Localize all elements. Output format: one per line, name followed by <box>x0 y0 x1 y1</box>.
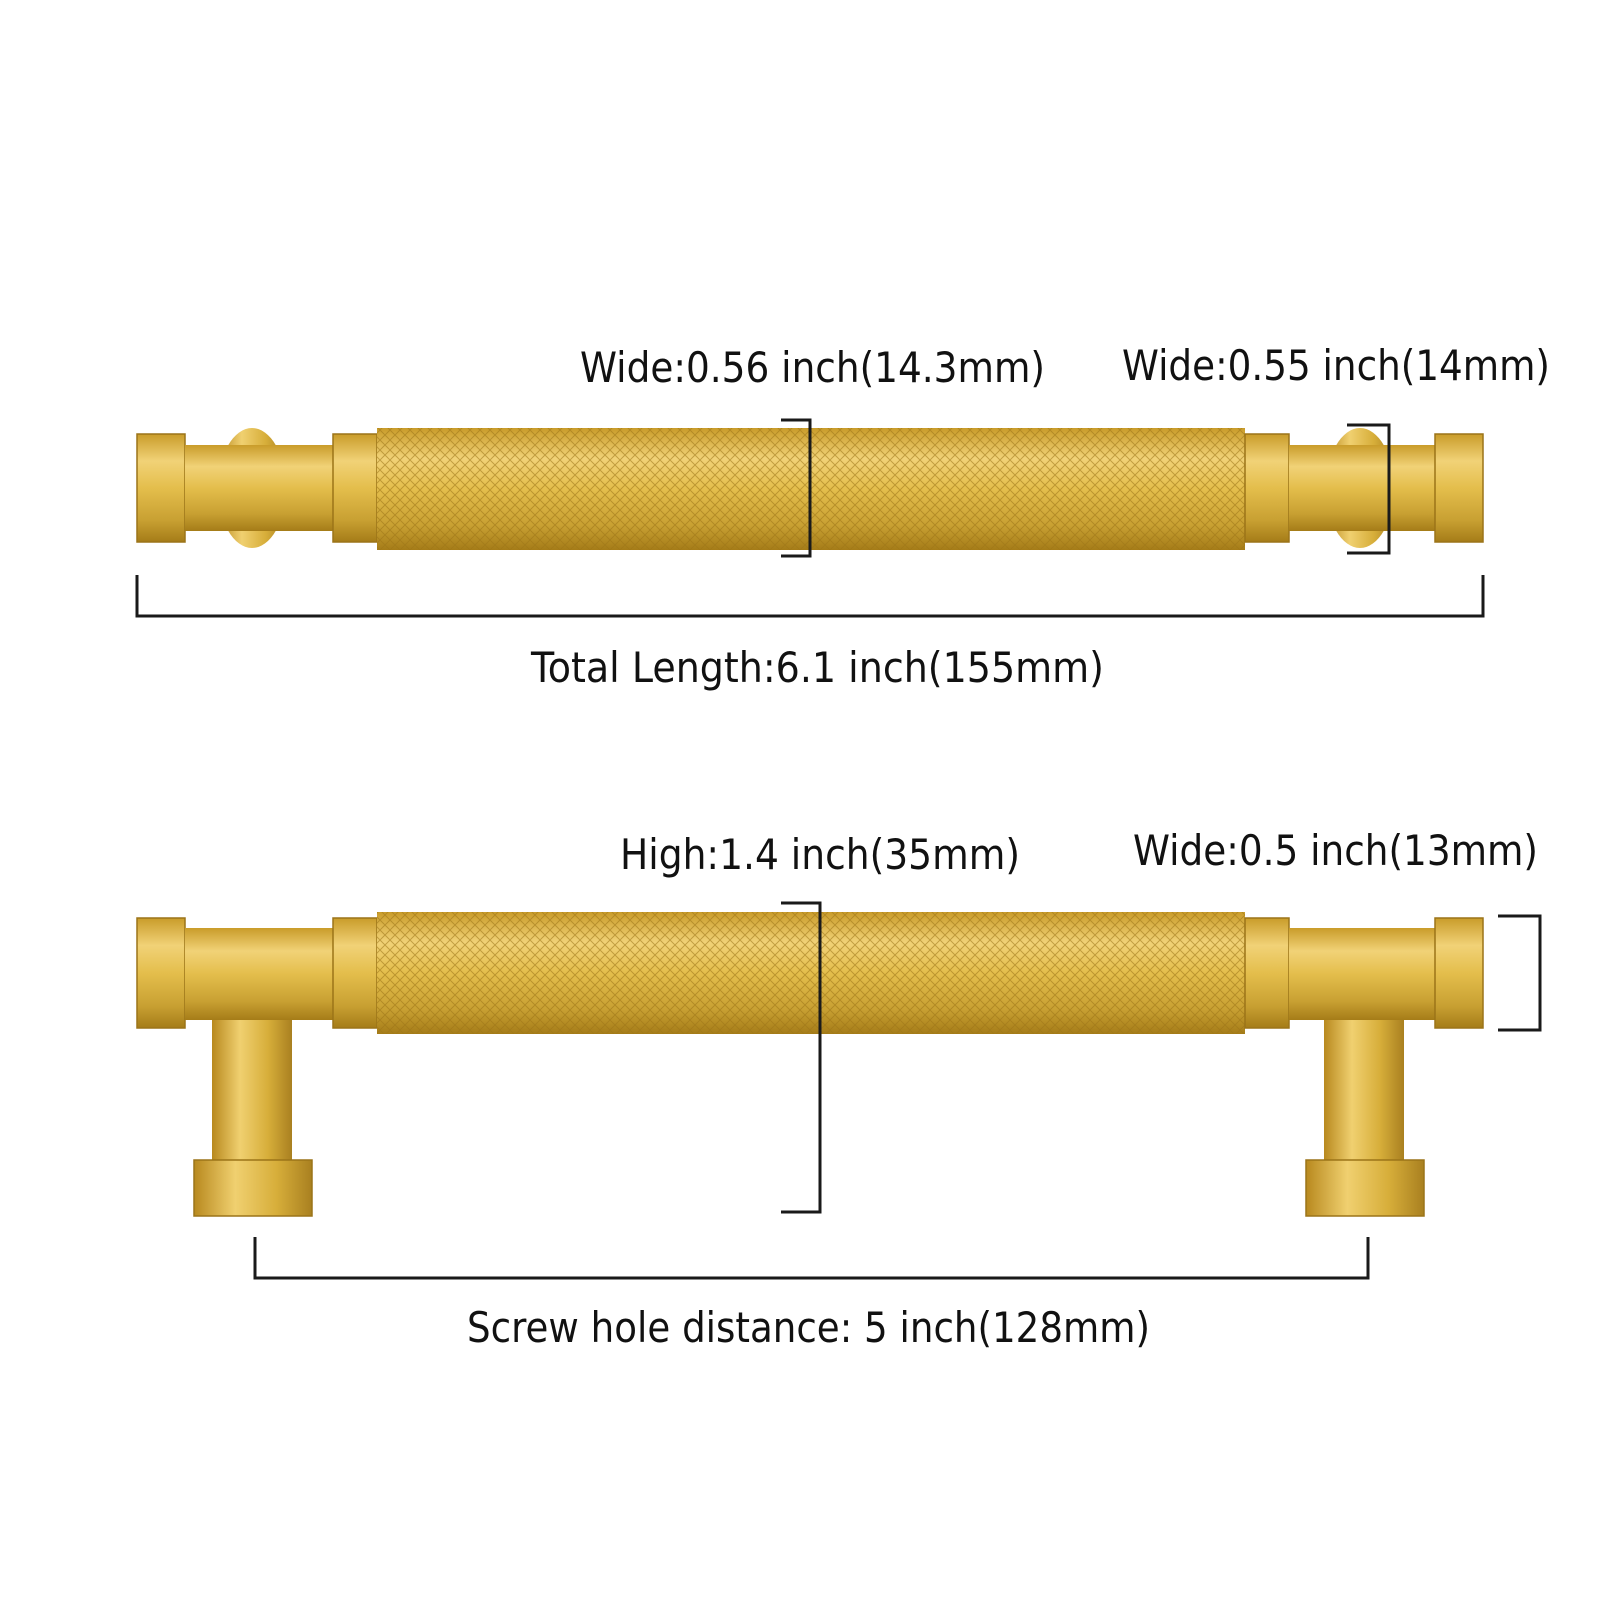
total-length-bracket <box>135 575 1485 618</box>
bottom-right-sleeve <box>1289 928 1435 1020</box>
top-right-sleeve <box>1289 445 1435 531</box>
screw-distance-label: Screw hole distance: 5 inch(128mm) <box>467 1303 1150 1352</box>
bottom-right-foot <box>1305 1159 1425 1217</box>
bottom-left-foot <box>193 1159 313 1217</box>
bottom-end-width-bracket <box>1498 914 1542 1032</box>
bottom-right-collar <box>1244 917 1290 1029</box>
screw-distance-bracket <box>253 1237 1370 1280</box>
bottom-left-end-cap <box>136 917 186 1029</box>
bottom-left-sleeve <box>185 928 333 1020</box>
top-left-end-cap <box>136 433 186 543</box>
top-center-width-bracket <box>781 418 812 558</box>
bottom-left-post <box>212 998 292 1160</box>
top-center-width-label: Wide:0.56 inch(14.3mm) <box>580 343 1045 392</box>
bottom-left-collar <box>332 917 378 1029</box>
bottom-right-end-cap <box>1434 917 1484 1029</box>
top-left-sleeve <box>185 445 333 531</box>
bottom-height-label: High:1.4 inch(35mm) <box>620 830 1020 879</box>
top-end-width-label: Wide:0.55 inch(14mm) <box>1122 341 1550 390</box>
top-right-end-cap <box>1434 433 1484 543</box>
top-end-width-bracket <box>1347 423 1391 555</box>
top-left-collar <box>332 433 378 543</box>
top-right-collar <box>1244 433 1290 543</box>
bottom-height-bracket <box>781 901 822 1214</box>
bottom-right-post <box>1324 998 1404 1160</box>
total-length-label: Total Length:6.1 inch(155mm) <box>530 643 1104 692</box>
bottom-end-width-label: Wide:0.5 inch(13mm) <box>1133 826 1538 875</box>
bottom-handle <box>136 912 1484 1217</box>
